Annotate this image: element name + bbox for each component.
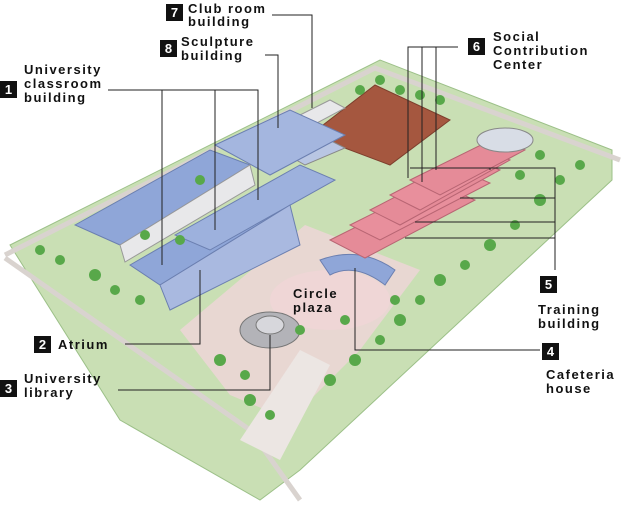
classroom-wall — [119, 164, 256, 263]
label-6-line-1: Social — [493, 29, 541, 44]
label-5-line-2: building — [538, 316, 601, 331]
outer-road — [3, 65, 621, 258]
atrium-building — [159, 204, 301, 311]
label-8-number: 8 — [160, 40, 177, 57]
label-4-number: 4 — [542, 343, 559, 360]
label-6-number: 6 — [468, 38, 485, 55]
label-1-number: 1 — [0, 81, 17, 98]
label-1-line-2: classroom — [24, 76, 103, 91]
label-6-line-3: Center — [493, 57, 544, 72]
label-7-line-1: Club room — [188, 1, 267, 16]
label-1-line-3: building — [24, 90, 87, 105]
training-building-5 — [408, 137, 527, 196]
label-3-line-1: University — [24, 371, 102, 386]
cafeteria-building — [319, 253, 396, 286]
walkway — [240, 350, 330, 460]
dome-building — [476, 127, 534, 153]
label-2-line-1: Atrium — [58, 337, 109, 352]
plaza-label-line-1: Circle — [293, 286, 339, 301]
label-5-line-1: Training — [538, 302, 601, 317]
label-3-number: 3 — [0, 380, 17, 397]
label-7-number: 7 — [166, 4, 183, 21]
label-5-number: 5 — [540, 276, 557, 293]
library-dome — [255, 315, 285, 335]
sports-field — [308, 84, 451, 166]
label-3-line-2: library — [24, 385, 75, 400]
trees — [35, 75, 585, 420]
cafeteria-label-line-2: house — [546, 381, 592, 396]
classroom-building-d — [213, 109, 347, 176]
label-8-line-1: Sculpture — [181, 34, 255, 49]
plaza-label-line-2: plaza — [293, 300, 334, 315]
cafeteria-label-line-1: Cafeteria — [546, 367, 616, 382]
label-7-line-2: building — [188, 14, 251, 29]
label-6-line-2: Contribution — [493, 43, 589, 58]
leader-lines — [108, 14, 556, 391]
label-1-line-1: University — [24, 62, 102, 77]
label-8-line-2: building — [181, 48, 244, 63]
label-2-number: 2 — [34, 336, 51, 353]
circle-plaza — [270, 270, 390, 330]
